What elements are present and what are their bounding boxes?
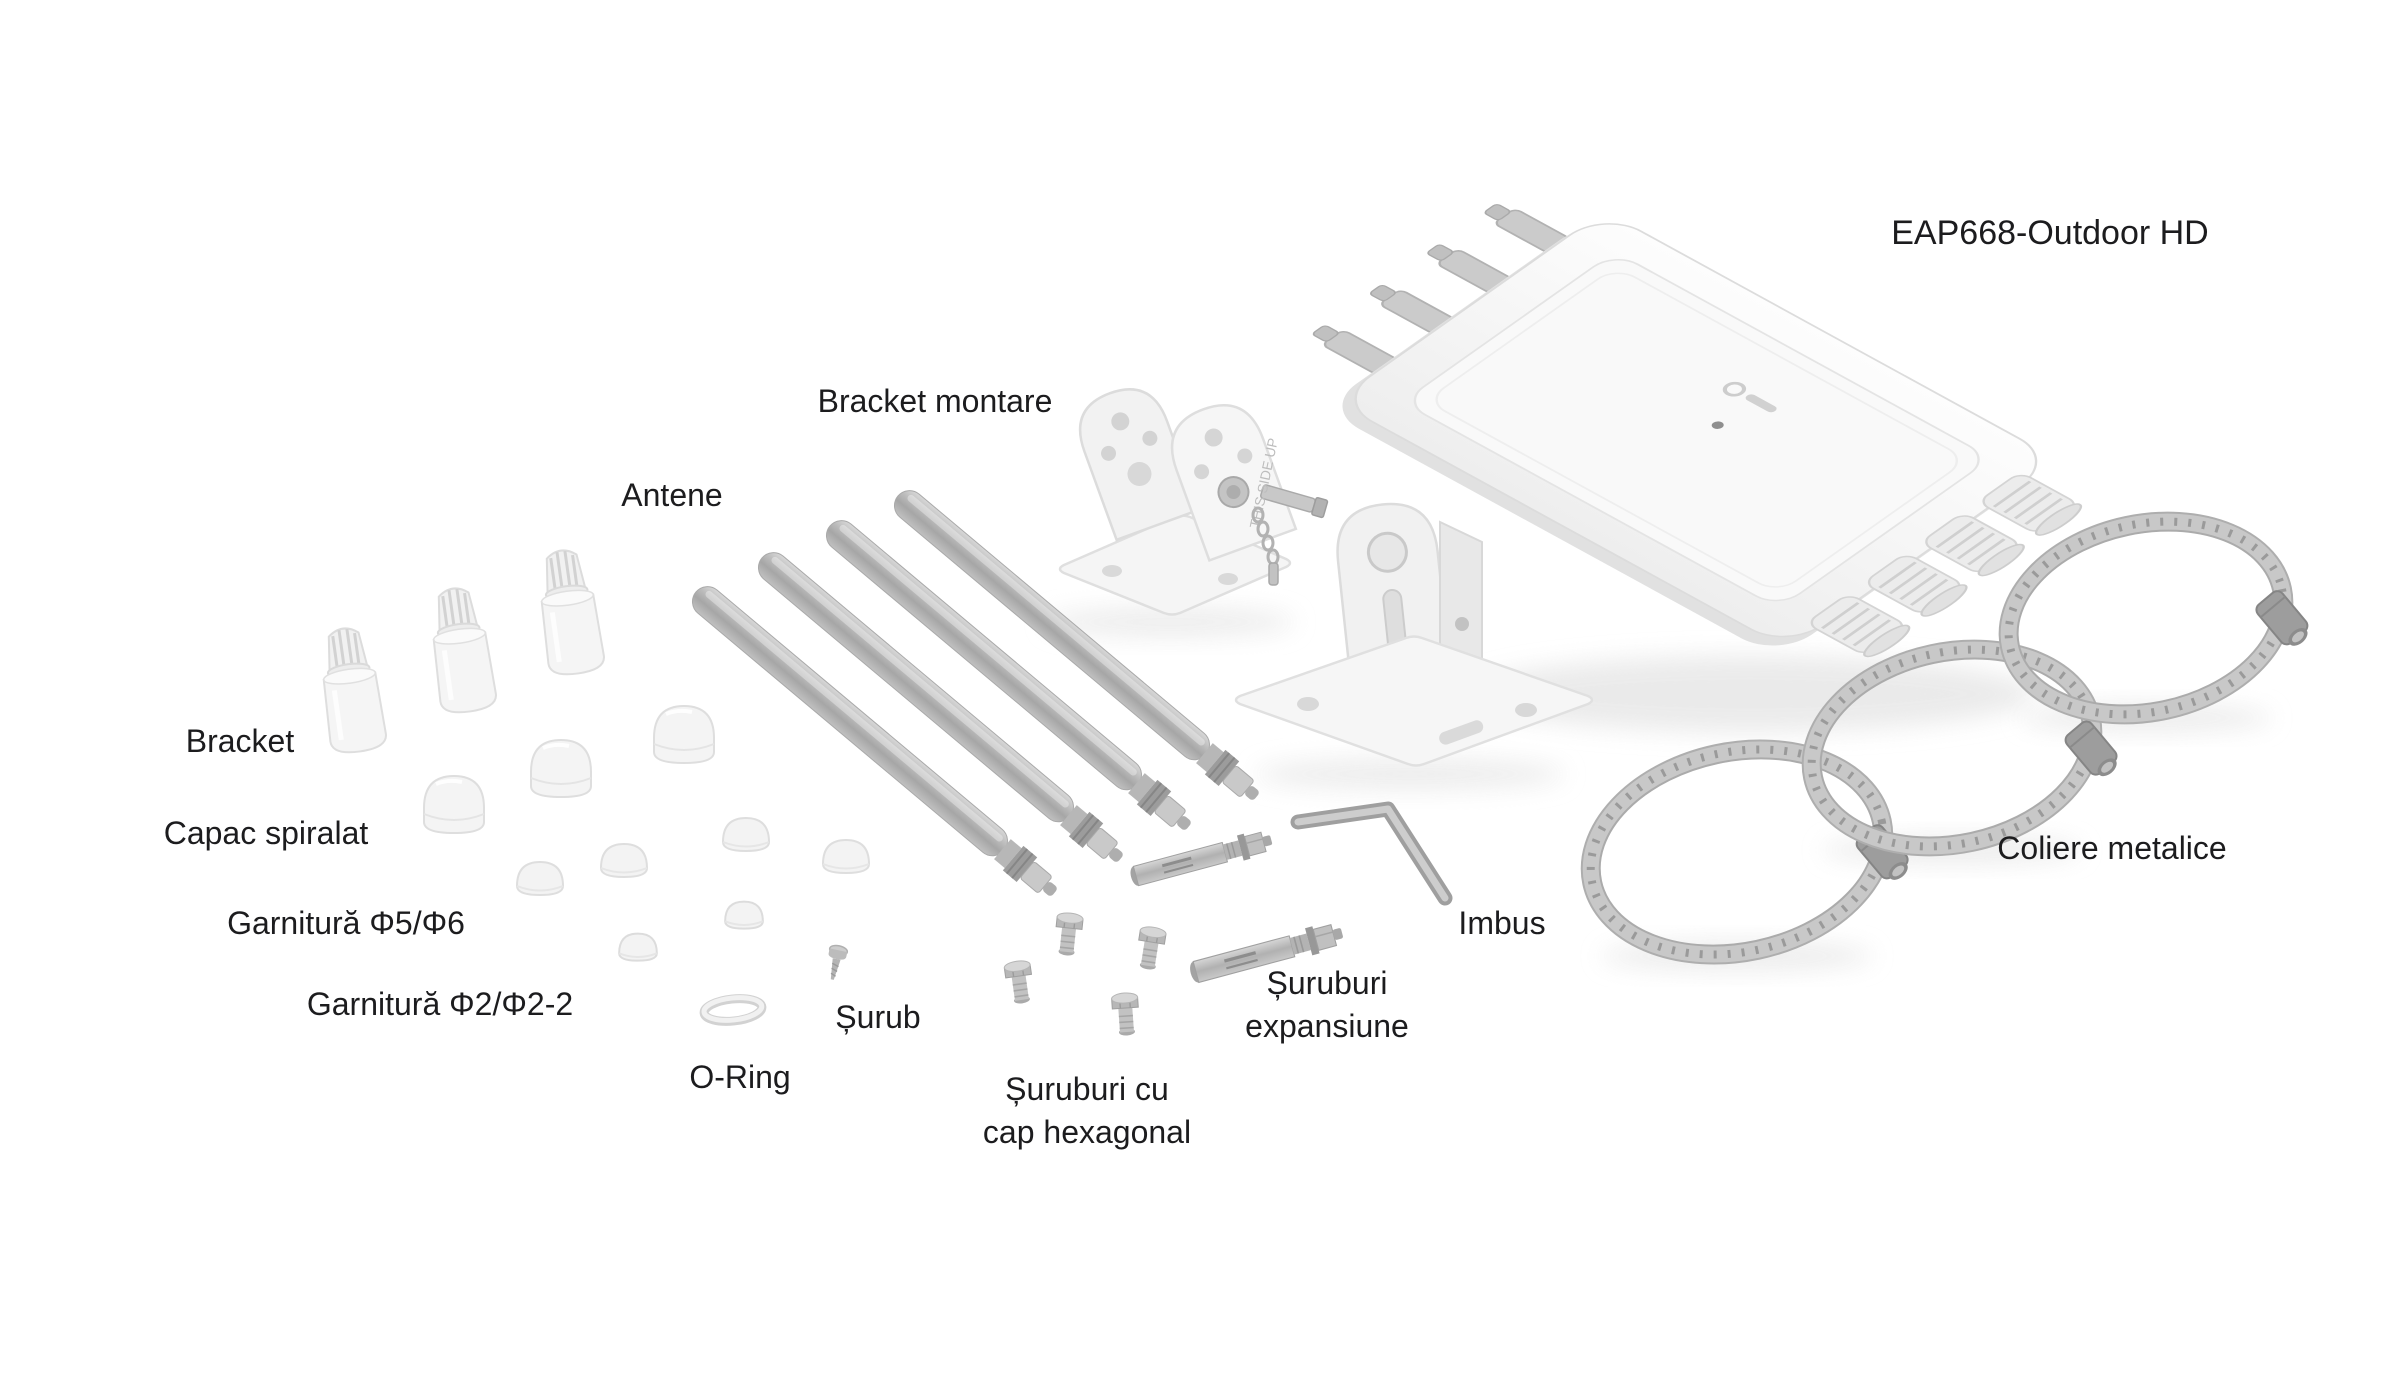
brand-logo-icon: [1722, 381, 1777, 413]
o-ring: [699, 994, 767, 1026]
antenna-port: [1982, 474, 2083, 536]
screw: [828, 944, 849, 980]
antenna-port: [1925, 515, 2025, 577]
label-allen-key: Imbus: [1458, 905, 1546, 941]
label-hex-screws-line2: cap hexagonal: [982, 1114, 1192, 1150]
gasket-phi2: [724, 900, 764, 930]
led-indicator: [1711, 421, 1724, 429]
label-expansion-screws: Șuruburi expansiune: [1245, 962, 1409, 1048]
antenna-port: [1867, 555, 1968, 617]
pole-bracket-connector: [540, 549, 605, 676]
expansion-bolt: [1190, 924, 1343, 984]
label-metal-clamps: Coliere metalice: [1997, 830, 2227, 866]
label-hex-screws: Șuruburi cu cap hexagonal: [983, 1068, 1191, 1154]
device-panel: [1413, 258, 1980, 602]
hex-head-screw: [1003, 960, 1033, 1004]
antenna: [825, 520, 1191, 830]
spiral-cap: [653, 704, 715, 765]
gasket-phi5-phi6: [721, 816, 771, 853]
label-o-ring: O-Ring: [689, 1059, 791, 1095]
chain-pin: [1268, 562, 1279, 586]
mounting-bracket-base: [1234, 502, 1594, 767]
spiral-cap: [423, 774, 485, 835]
clamp-worm-screw: [2064, 720, 2118, 777]
rf-port-top: [1369, 285, 1454, 334]
pole-bracket-connector: [322, 627, 387, 754]
clamp-worm-screw: [2255, 590, 2309, 646]
label-antennas: Antene: [621, 477, 723, 513]
label-expansion-screws-line2: expansiune: [1245, 1008, 1409, 1044]
label-spiral-cap: Capac spiralat: [163, 815, 369, 851]
label-screw: Șurub: [835, 999, 921, 1035]
bracket-plate: [1078, 388, 1201, 542]
hex-head-screw: [1111, 992, 1139, 1036]
hex-head-screw: [1138, 926, 1167, 970]
spiral-cap: [530, 738, 592, 799]
label-gasket-phi2: Garnitură Φ2/Φ2-2: [306, 986, 574, 1022]
antenna: [757, 552, 1123, 862]
device-title: EAP668-Outdoor HD: [1891, 214, 2209, 252]
gasket-phi2: [618, 932, 658, 962]
rf-port-top: [1312, 325, 1397, 374]
gasket-phi5-phi6: [599, 842, 649, 879]
antenna: [691, 586, 1057, 896]
metal-clamp: [1998, 511, 2309, 725]
bracket-bolt: [1260, 484, 1329, 519]
pole-bracket-connector: [432, 587, 497, 714]
expansion-bolt: [1130, 831, 1273, 887]
label-hex-screws-line1: Șuruburi cu: [1005, 1071, 1169, 1107]
device-panel-line: [1435, 272, 1958, 588]
gasket-phi5-phi6: [515, 860, 565, 897]
metal-clamp: [1580, 739, 1909, 965]
label-expansion-screws-line1: Șuruburi: [1266, 965, 1388, 1001]
label-mounting-bracket: Bracket montare: [817, 383, 1053, 419]
antenna: [893, 490, 1259, 800]
label-gasket-phi5-phi6: Garnitură Φ5/Φ6: [227, 905, 465, 941]
gasket-phi5-phi6: [821, 838, 871, 875]
antenna-port: [1810, 596, 1911, 658]
hex-head-screw: [1055, 912, 1084, 956]
mounting-bracket-pole: THIS SIDE UP: [1058, 388, 1329, 616]
label-bracket: Bracket: [185, 723, 295, 759]
rf-port-top: [1484, 204, 1569, 253]
access-point-device: [1312, 204, 2083, 658]
allen-key: [1290, 801, 1453, 906]
